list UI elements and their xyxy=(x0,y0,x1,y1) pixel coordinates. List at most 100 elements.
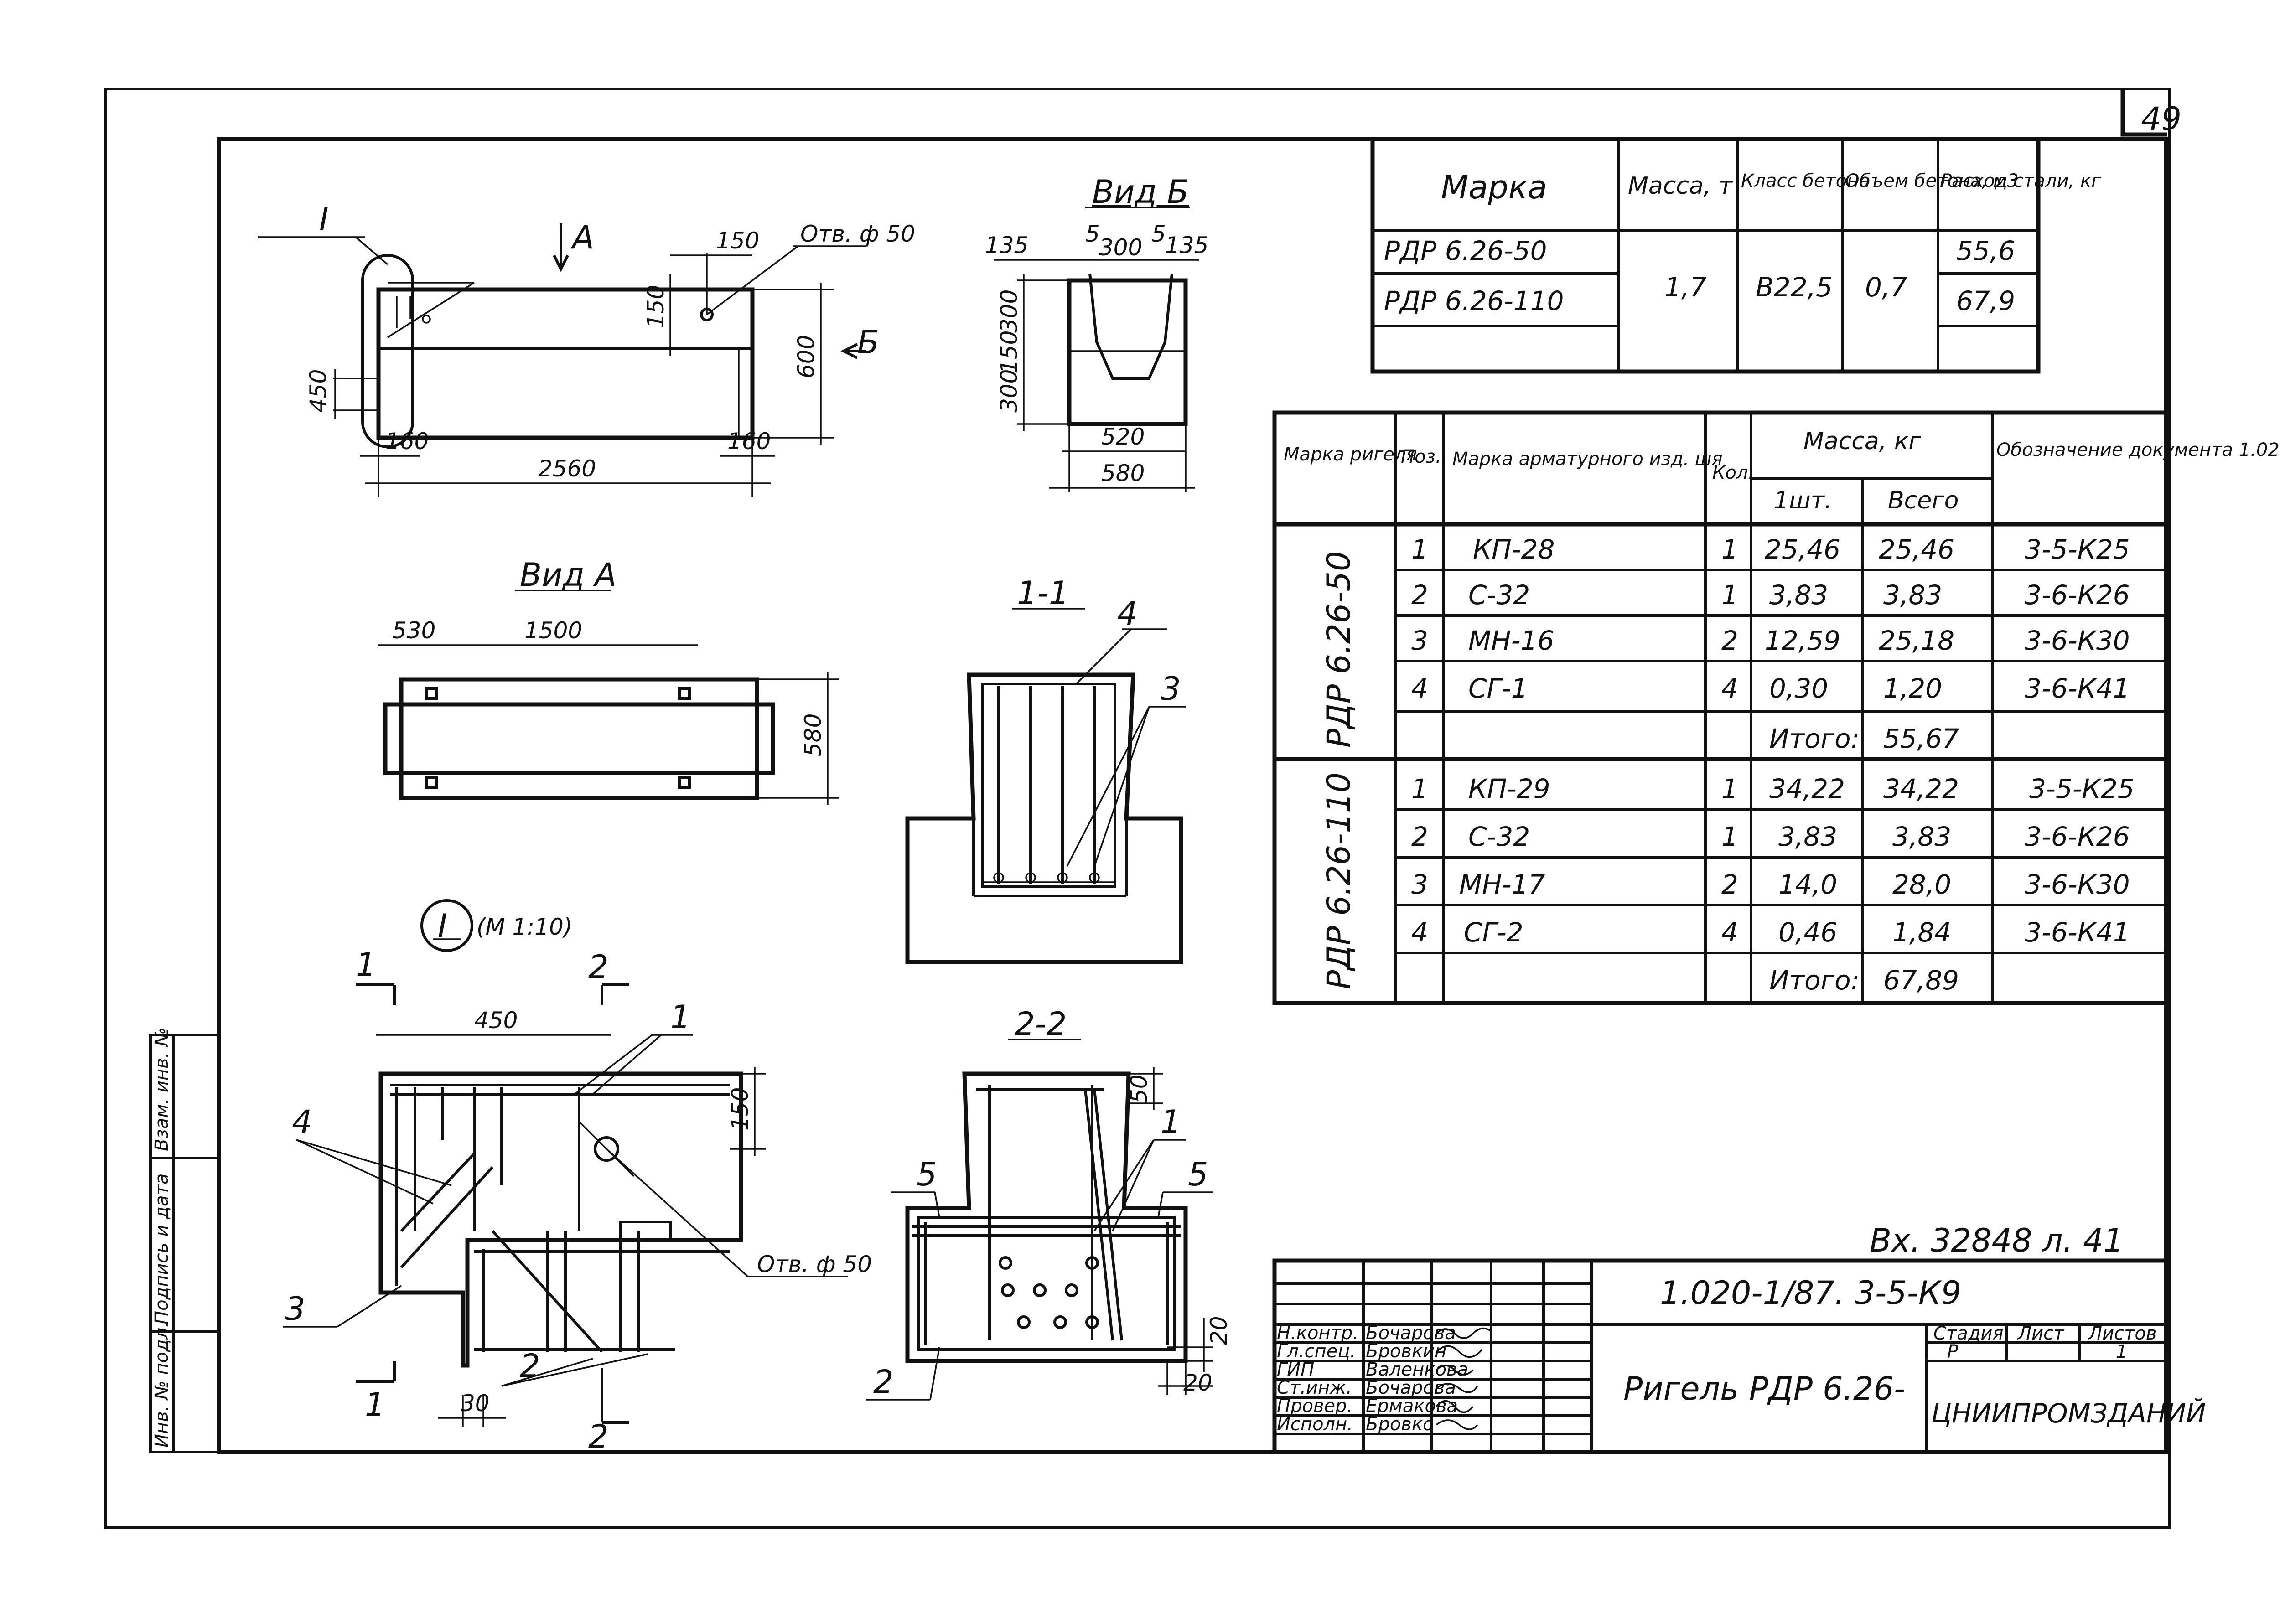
view-a-dim-530: 530 xyxy=(392,617,435,644)
view-b-title: Вид Б xyxy=(1092,173,1189,211)
signature-row-4: Ст.инж. Бочарова xyxy=(1277,1377,1456,1398)
view-b-dim-300: 300 xyxy=(1099,234,1142,261)
section-2-2-dim-50: 50 xyxy=(1126,1074,1152,1103)
view-a-title: Вид А xyxy=(520,556,617,594)
spec-pos: 4 xyxy=(1411,917,1428,948)
signature-name: Валенкова xyxy=(1366,1359,1468,1380)
spec-doc: 3-5-К25 xyxy=(2029,773,2135,804)
view-b-dim-580: 580 xyxy=(1101,460,1145,486)
section-1-1: 1-1 4 3 xyxy=(905,574,1186,964)
section-2-2-callout-5-left: 5 xyxy=(917,1156,937,1193)
spec-product: КП-28 xyxy=(1473,534,1555,565)
summary-header-steel: Расход стали, кг xyxy=(1941,171,2101,191)
spec-pos: 1 xyxy=(1411,534,1428,565)
spec-qty: 1 xyxy=(1721,773,1738,804)
spec-pos: 3 xyxy=(1411,625,1428,656)
signature-scribbles xyxy=(1435,1327,1492,1430)
spec-group-2-row-1: 1 КП-29 1 34,22 34,22 3-5-К25 xyxy=(1411,773,2135,804)
section-2-2-callout-1: 1 xyxy=(1161,1103,1181,1141)
detail-I-cut-2-top: 2 xyxy=(588,948,609,986)
view-b-dim-300-lower: 300 xyxy=(996,369,1022,413)
spec-unit: 3,83 xyxy=(1769,579,1828,610)
spec-total: 28,0 xyxy=(1892,869,1951,900)
spec-product: МН-17 xyxy=(1459,869,1545,900)
view-b-dim-135-left: 135 xyxy=(985,232,1028,259)
title-name: Ригель РДР 6.26- xyxy=(1623,1370,1905,1407)
elevation-callout-I: I xyxy=(319,201,329,238)
spec-table: Марка ригеля Поз. Марка арматурного изд.… xyxy=(1272,410,2280,1005)
view-a-dim-580: 580 xyxy=(800,714,826,757)
title-sheets-label: Листов xyxy=(2088,1323,2156,1344)
title-block: 1.020-1/87. 3-5-К9 Ригель РДР 6.26- Стад… xyxy=(1272,1258,2206,1454)
signature-name: Бровко xyxy=(1366,1414,1434,1435)
spec-total: 3,83 xyxy=(1883,579,1942,610)
spec-pos: 4 xyxy=(1411,673,1428,704)
spec-qty: 4 xyxy=(1721,917,1738,948)
spec-doc: 3-6-К30 xyxy=(2025,869,2130,900)
title-sheet-label: Лист xyxy=(2017,1323,2065,1344)
view-b-dim-520: 520 xyxy=(1101,424,1145,450)
spec-unit: 25,46 xyxy=(1765,534,1840,565)
side-strip-replace-label: Взам. инв. № xyxy=(151,1027,172,1151)
spec-doc: 3-6-К30 xyxy=(2025,625,2130,656)
elevation-dim-2560: 2560 xyxy=(538,455,596,482)
elevation-dim-bottom-right-160: 160 xyxy=(727,428,771,455)
spec-group-2-mark: РДР 6.26-110 xyxy=(1320,772,1358,989)
spec-header-mark: Марка ригеля xyxy=(1284,444,1417,465)
signature-role: Н.контр. xyxy=(1277,1323,1358,1344)
signature-row-6: Исполн. Бровко xyxy=(1277,1414,1434,1435)
spec-product: СГ-2 xyxy=(1464,917,1523,948)
spec-product: СГ-1 xyxy=(1468,673,1528,704)
outer-frame xyxy=(104,88,2171,1529)
signature-role: Провер. xyxy=(1277,1396,1352,1417)
spec-group-1-row-3: 3 МН-16 2 12,59 25,18 3-6-К30 xyxy=(1411,625,2130,656)
spec-group-1-total: 55,67 xyxy=(1883,723,1959,754)
elevation-dim-600: 600 xyxy=(793,335,819,378)
detail-I-callout-2: 2 xyxy=(520,1347,540,1385)
elevation-view: I А Отв. ф 50 150 150 600 Б xyxy=(258,201,915,497)
spec-group-1-mark: РДР 6.26-50 xyxy=(1320,551,1358,748)
elevation-dim-bottom-left-160: 160 xyxy=(385,428,429,455)
incoming-stamp: Вх. 32848 л. 41 xyxy=(1870,1222,2124,1259)
summary-row-2-mark: РДР 6.26-110 xyxy=(1384,285,1564,316)
spec-header-qty: Кол. xyxy=(1712,462,1754,483)
signature-row-3: ГИП Валенкова xyxy=(1277,1359,1468,1380)
spec-qty: 2 xyxy=(1721,869,1738,900)
elevation-arrow-A-label: А xyxy=(570,219,594,256)
section-2-2-dim-20-a: 20 xyxy=(1206,1316,1232,1345)
detail-I-cut-1-bottom: 1 xyxy=(365,1386,385,1423)
spec-product: КП-29 xyxy=(1468,773,1550,804)
title-sheets: 1 xyxy=(2116,1341,2127,1362)
spec-group-2-row-4: 4 СГ-2 4 0,46 1,84 3-6-К41 xyxy=(1411,917,2130,948)
spec-pos: 2 xyxy=(1411,579,1428,610)
spec-header-mass: Масса, кг xyxy=(1803,428,1921,455)
detail-I-circle-label: I xyxy=(438,907,447,945)
view-b-dim-5-right: 5 xyxy=(1151,221,1166,247)
spec-doc: 3-6-К41 xyxy=(2025,673,2130,704)
spec-header-total: Всего xyxy=(1888,487,1959,514)
signature-role: Ст.инж. xyxy=(1277,1377,1352,1398)
section-2-2-callout-5-right: 5 xyxy=(1188,1156,1208,1193)
side-strip: Инв. № подл. Подпись и дата Взам. инв. № xyxy=(149,1027,220,1453)
detail-I-dim-450: 450 xyxy=(474,1007,518,1034)
spec-qty: 1 xyxy=(1721,534,1738,565)
detail-I-hole-label: Отв. ф 50 xyxy=(757,1251,872,1277)
page-number: 49 xyxy=(2141,100,2182,138)
spec-pos: 2 xyxy=(1411,821,1428,852)
spec-doc: 3-5-К25 xyxy=(2025,534,2130,565)
summary-row-1-steel: 55,6 xyxy=(1956,235,2015,266)
signature-name: Бочарова xyxy=(1366,1323,1456,1344)
summary-volume: 0,7 xyxy=(1865,272,1907,303)
signature-role: Исполн. xyxy=(1277,1414,1353,1435)
elevation-hole-label: Отв. ф 50 xyxy=(800,221,915,247)
spec-header-doc: Обозначение документа 1.020-1/87 xyxy=(1996,440,2280,460)
spec-doc: 3-6-К26 xyxy=(2025,821,2130,852)
spec-total: 3,83 xyxy=(1892,821,1951,852)
spec-qty: 1 xyxy=(1721,579,1738,610)
elevation-dim-left-450: 450 xyxy=(305,369,332,413)
elevation-dim-side-150: 150 xyxy=(643,285,669,328)
spec-doc: 3-6-К41 xyxy=(2025,917,2130,948)
summary-header-mark: Марка xyxy=(1441,169,1547,206)
signature-name: Бровкин xyxy=(1366,1341,1446,1362)
section-2-2-callout-2: 2 xyxy=(873,1363,894,1401)
